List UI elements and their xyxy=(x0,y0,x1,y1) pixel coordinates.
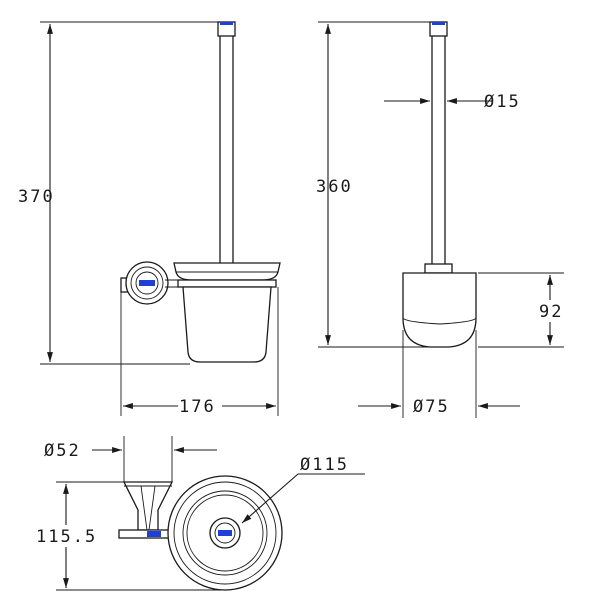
dim-diameter-15-label: Ø15 xyxy=(484,92,521,112)
top-hub-accent xyxy=(218,530,232,536)
dim-360-label: 360 xyxy=(316,177,353,197)
side-view: 360 Ø15 92 Ø75 xyxy=(316,21,564,418)
dim-370-label: 370 xyxy=(18,187,55,207)
front-cup-rim xyxy=(173,262,281,281)
dim-diameter-115-label: Ø115 xyxy=(300,455,349,475)
front-handle-cap-accent xyxy=(220,22,233,25)
side-handle-cap-accent xyxy=(432,22,445,25)
dim-diameter-75-label: Ø75 xyxy=(413,397,450,417)
side-collar xyxy=(424,263,453,274)
side-handle-rod xyxy=(431,32,446,266)
front-cup-body xyxy=(182,286,272,363)
front-holder-ring xyxy=(177,279,277,288)
front-view: 370 176 xyxy=(18,21,281,417)
dim-92-label: 92 xyxy=(539,302,563,322)
dim-diameter-52-label: Ø52 xyxy=(44,441,81,461)
top-base-bracket xyxy=(122,481,174,531)
dim-115-5-label: 115.5 xyxy=(36,527,97,547)
front-wall-mount xyxy=(120,261,182,305)
front-handle-rod xyxy=(219,32,234,266)
dim-176-label: 176 xyxy=(179,397,216,417)
top-view: Ø52 115.5 Ø115 xyxy=(36,436,365,591)
side-cup-body xyxy=(402,272,477,348)
